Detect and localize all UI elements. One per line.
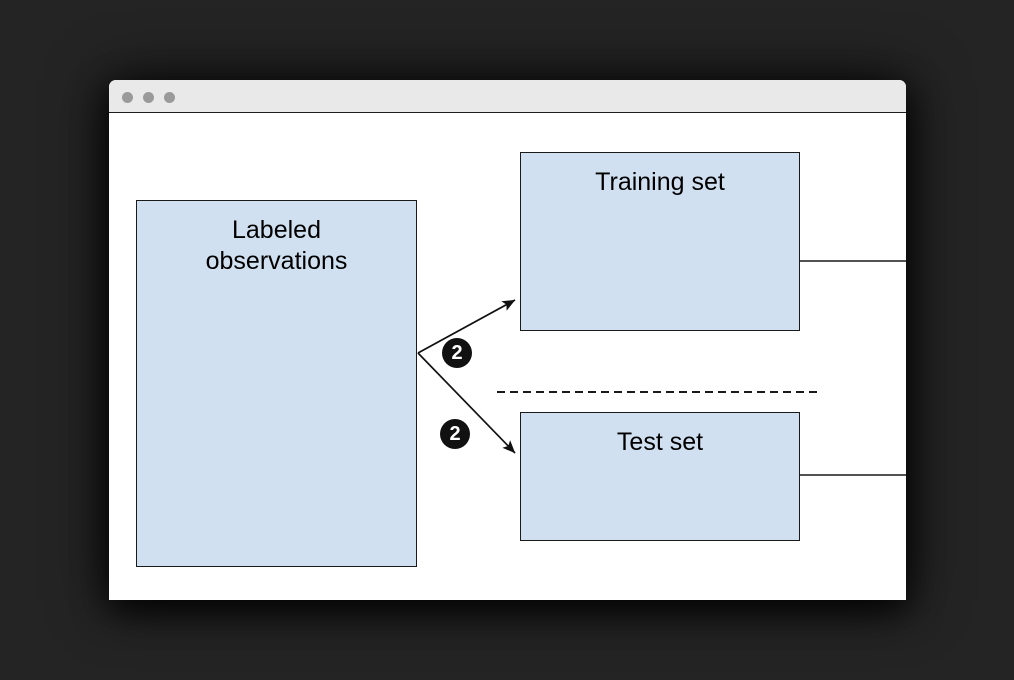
step-badge-test: 2 [440,419,470,449]
step-badge-training: 2 [442,338,472,368]
node-test-set[interactable]: Test set [520,412,800,541]
node-test-set-label: Test set [616,428,704,456]
browser-window: Labeled observations Training set Test s… [109,80,906,600]
close-window-button[interactable] [122,92,133,103]
window-title-bar [109,80,906,113]
node-labeled-observations-label: Labeled observations [205,216,348,275]
node-labeled-observations[interactable]: Labeled observations [136,200,417,567]
node-training-set[interactable]: Training set [520,152,800,331]
node-training-set-label: Training set [595,168,725,196]
minimize-window-button[interactable] [143,92,154,103]
maximize-window-button[interactable] [164,92,175,103]
diagram-canvas: Labeled observations Training set Test s… [109,113,906,600]
